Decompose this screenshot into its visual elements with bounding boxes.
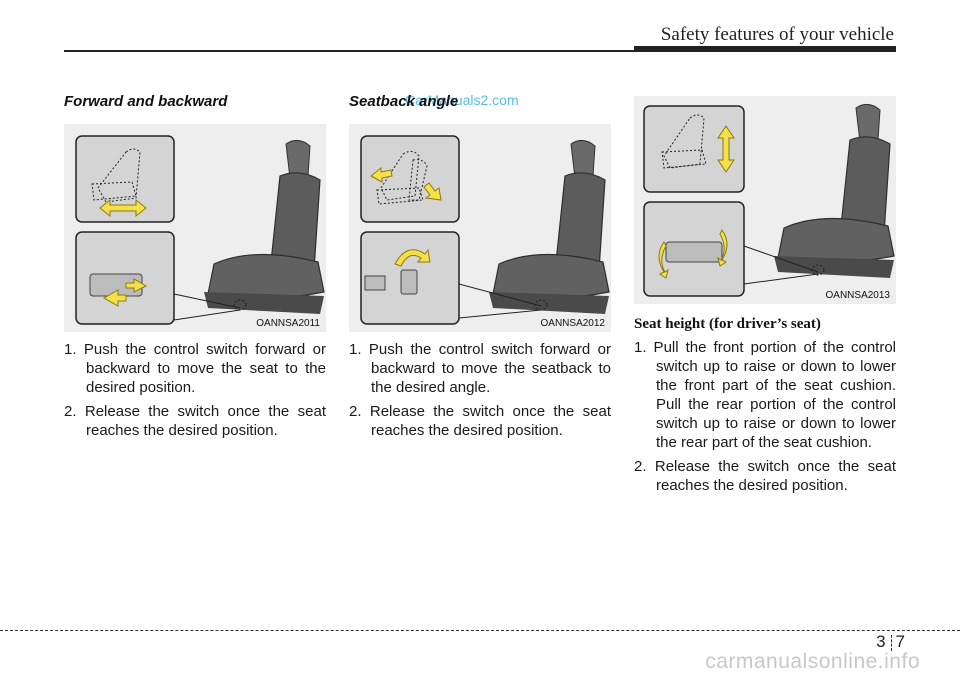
steps-list: 1. Push the control switch forward or ba… xyxy=(349,340,611,440)
seat-icon xyxy=(774,104,895,278)
page-section: 3 xyxy=(876,632,887,651)
watermark-bottom: carmanualsonline.info xyxy=(705,650,920,673)
section-seatback-angle: Seatback angle OANNSA2012 1. P xyxy=(349,92,611,445)
figure-code: OANNSA2013 xyxy=(825,290,890,301)
header-bar xyxy=(634,46,896,52)
step-item: 2. Release the switch once the seat reac… xyxy=(64,403,326,439)
page-header-title: Safety features of your vehicle xyxy=(660,24,894,45)
page-number-separator xyxy=(890,634,892,651)
step-item: 1. Push the control switch forward or ba… xyxy=(64,341,326,396)
section-title: Forward and backward xyxy=(64,93,228,110)
seat-icon xyxy=(489,140,610,314)
section-seat-height: OANNSA2013 Seat height (for driver’s sea… xyxy=(634,96,896,500)
seat-icon xyxy=(204,140,325,314)
seat-illustration xyxy=(75,135,325,325)
seat-illustration xyxy=(643,104,895,297)
figure-seat-height: OANNSA2013 xyxy=(634,96,896,304)
step-item: 1. Push the control switch forward or ba… xyxy=(349,341,611,396)
section-forward-backward: Forward and backward OANNSA2011 xyxy=(64,92,326,445)
steps-list: 1. Pull the front portion of the control… xyxy=(634,338,896,495)
watermark-top: CarManuals2.com xyxy=(405,92,519,108)
steps-list: 1. Push the control switch forward or ba… xyxy=(64,340,326,440)
page-index: 7 xyxy=(895,632,906,651)
figure-code: OANNSA2011 xyxy=(256,318,320,329)
step-item: 2. Release the switch once the seat reac… xyxy=(634,458,896,494)
step-item: 2. Release the switch once the seat reac… xyxy=(349,403,611,439)
footer-rule xyxy=(0,630,960,631)
section-title: Seat height (for driver’s seat) xyxy=(634,316,821,332)
figure-code: OANNSA2012 xyxy=(540,318,605,329)
figure-forward-backward: OANNSA2011 xyxy=(64,124,326,332)
step-item: 1. Pull the front portion of the control… xyxy=(634,339,896,451)
seat-illustration xyxy=(360,135,610,325)
section-title: Seatback angle xyxy=(349,93,459,110)
header-rule xyxy=(64,50,636,52)
figure-seatback-angle: OANNSA2012 xyxy=(349,124,611,332)
